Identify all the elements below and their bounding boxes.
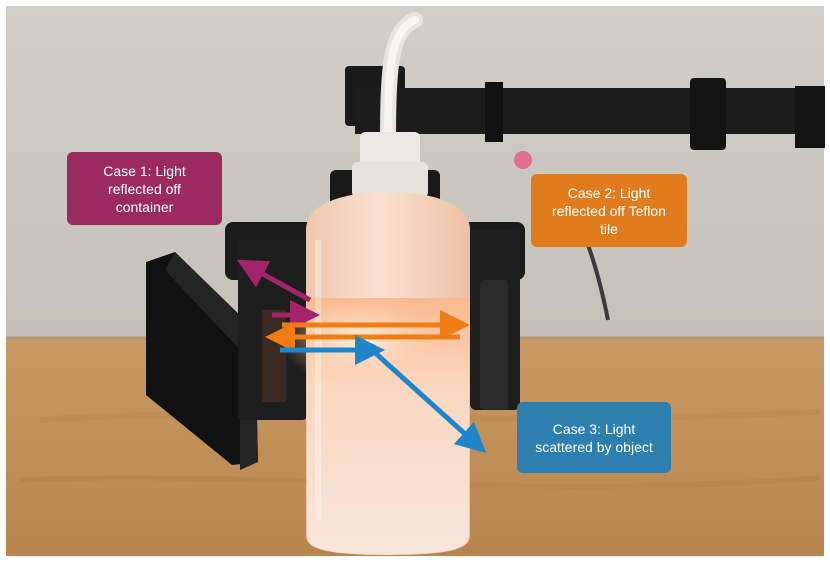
case3-callout: Case 3: Light scattered by object — [517, 402, 671, 473]
case1-callout: Case 1: Light reflected off container — [67, 152, 222, 225]
case2-callout: Case 2: Light reflected off Teflon tile — [531, 174, 687, 247]
